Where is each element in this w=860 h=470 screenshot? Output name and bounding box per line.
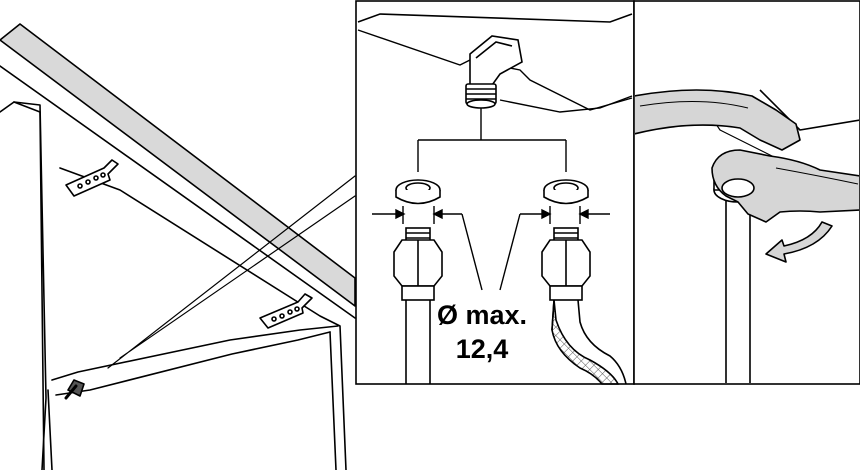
dimension-leaders	[461, 213, 521, 291]
dimension-marks-left	[372, 206, 462, 224]
wrench-icon	[635, 89, 801, 151]
washer-icon	[395, 179, 441, 205]
detail-panel-connections: Ø max. 12,4	[355, 0, 635, 385]
dimension-marks-right	[520, 206, 610, 224]
worktop-edge	[0, 23, 356, 307]
worktop-underside	[0, 65, 356, 319]
appliance-top-rail	[59, 167, 347, 470]
mounting-bracket-icon	[259, 293, 313, 329]
branch-lines	[417, 108, 567, 172]
elbow-outlet	[465, 35, 523, 109]
cabinet-side-panel	[0, 101, 47, 470]
zoom-callout	[107, 175, 356, 369]
curved-arrow-icon	[765, 221, 833, 263]
braided-hose	[541, 227, 627, 385]
diameter-value: 12,4	[456, 334, 509, 364]
appliance-overview-panel	[0, 23, 356, 470]
mounting-bracket-icon	[65, 159, 119, 197]
hose-connector	[64, 379, 85, 400]
wrench-icon	[711, 149, 859, 223]
appliance-underside	[357, 13, 633, 23]
detail-panel-tightening	[633, 0, 860, 385]
diameter-label: Ø max.	[437, 300, 527, 330]
straight-hose	[393, 227, 443, 384]
washer-icon	[543, 179, 589, 205]
